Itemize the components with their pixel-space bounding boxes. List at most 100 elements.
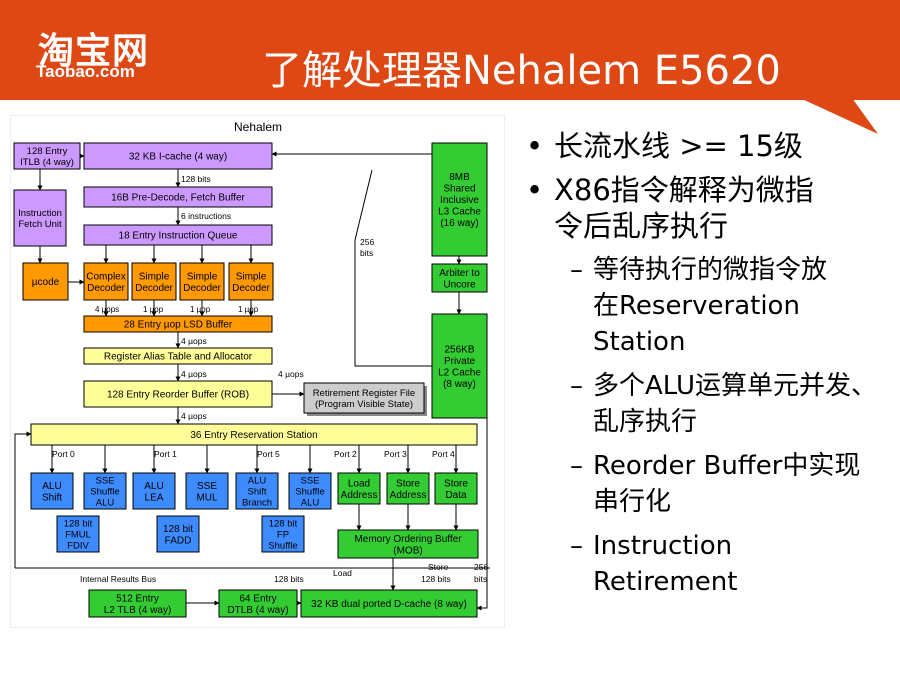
label-4-uops: 4 µops bbox=[181, 336, 207, 346]
label-4-uops: 4 µops bbox=[278, 369, 304, 379]
diagram-title: Nehalem bbox=[234, 120, 282, 134]
block-alu_branch-label: ALU bbox=[248, 475, 267, 486]
block-itlb bbox=[13, 142, 81, 170]
block-fmul-label: FDIV bbox=[67, 540, 89, 551]
block-predecode bbox=[83, 186, 273, 208]
label-256-bits: bits bbox=[474, 574, 487, 584]
block-alu_lea-label: LEA bbox=[145, 492, 164, 503]
block-simple_dec-label: Decoder bbox=[135, 283, 173, 294]
block-alu_branch-label: Branch bbox=[242, 497, 272, 508]
block-l3-label: L3 Cache bbox=[438, 207, 481, 218]
block-alu_lea bbox=[132, 472, 176, 510]
block-dcache bbox=[300, 589, 478, 618]
label-port-4: Port 4 bbox=[432, 449, 455, 459]
label-4-uops: 4 µops bbox=[181, 411, 207, 421]
label-1-uop: 1 µop bbox=[143, 305, 164, 314]
block-sse_alu_0-label: ALU bbox=[96, 497, 115, 508]
block-mob bbox=[337, 529, 479, 559]
block-l2 bbox=[431, 313, 488, 419]
block-fmul bbox=[56, 515, 100, 553]
bullet-line: 等待执行的微指令放 bbox=[593, 255, 828, 285]
bullet-marker: • bbox=[526, 173, 544, 207]
block-sse_mul bbox=[185, 472, 229, 510]
block-ifu-label: Instruction bbox=[18, 208, 62, 219]
block-l2-label: (8 way) bbox=[443, 379, 476, 390]
bullet-line: 乱序执行 bbox=[593, 407, 698, 437]
block-store_data-label: Data bbox=[445, 490, 467, 501]
block-complex_dec-label: Decoder bbox=[87, 283, 125, 294]
block-l2-label: Private bbox=[444, 356, 476, 367]
block-rrf-label: Retirement Register File bbox=[313, 388, 415, 399]
block-simple_dec-label: Decoder bbox=[232, 283, 270, 294]
block-mob-label: (MOB) bbox=[393, 545, 422, 556]
block-complex_dec bbox=[83, 262, 129, 301]
block-load_addr-label: Address bbox=[341, 490, 378, 501]
block-store_data bbox=[434, 472, 478, 505]
label-256-bits: 256 bbox=[360, 237, 374, 247]
block-iq bbox=[83, 224, 273, 246]
block-ucode-label: µcode bbox=[32, 277, 60, 288]
block-l3-label: Shared bbox=[443, 184, 475, 195]
block-itlb-label: ITLB (4 way) bbox=[20, 157, 74, 168]
block-lsd bbox=[83, 315, 273, 333]
block-alu_branch-label: Shift bbox=[247, 486, 266, 497]
speech-bubble-tail bbox=[800, 98, 878, 134]
block-icache-label: 32 KB I-cache (4 way) bbox=[129, 152, 227, 163]
label-256-bits: bits bbox=[360, 248, 373, 258]
block-fp_shuffle bbox=[261, 515, 305, 553]
block-lsd-label: 28 Entry µop LSD Buffer bbox=[124, 320, 233, 331]
block-mob-label: Memory Ordering Buffer bbox=[354, 534, 462, 545]
block-l2-label: L2 Cache bbox=[438, 367, 481, 378]
connector bbox=[354, 169, 432, 367]
bullet-line: Retirement bbox=[593, 567, 738, 597]
bullet-line: 令后乱序执行 bbox=[554, 209, 729, 243]
block-simple_dec-label: Simple bbox=[139, 271, 170, 282]
block-fmul-label: 128 bit bbox=[64, 518, 93, 529]
block-alu_lea-label: ALU bbox=[144, 481, 163, 492]
bullet-line: Station bbox=[593, 327, 686, 357]
block-sse_alu_0 bbox=[83, 472, 127, 510]
block-fp_shuffle-label: FP bbox=[277, 529, 289, 540]
bullet-line: 串行化 bbox=[593, 487, 672, 517]
bullet-line: 在Reserveration bbox=[593, 291, 800, 321]
block-rs bbox=[30, 423, 478, 446]
block-rob-label: 128 Entry Reorder Buffer (ROB) bbox=[107, 390, 249, 401]
block-alu_branch bbox=[235, 472, 279, 510]
label-1-uop: 1 µop bbox=[190, 305, 211, 314]
label-port-2: Port 2 bbox=[334, 449, 357, 459]
block-sse_alu_0-label: Shuffle bbox=[90, 486, 119, 497]
label-128-bits: 128 bits bbox=[181, 174, 211, 184]
block-l2tlb bbox=[88, 589, 187, 618]
bullet-marker: – bbox=[570, 371, 583, 401]
bullet-item: • X86指令解释为微指令后乱序执行 bbox=[520, 172, 895, 244]
label-internal-results-bus: Internal Results Bus bbox=[80, 574, 156, 584]
label-4-uops: 4 µops bbox=[95, 305, 119, 314]
block-alu_shift-label: Shift bbox=[42, 492, 62, 503]
bullet-line: X86指令解释为微指 bbox=[554, 173, 814, 207]
label-load: Load bbox=[333, 568, 352, 578]
block-store_addr-label: Store bbox=[396, 478, 420, 489]
block-predecode-label: 16B Pre-Decode, Fetch Buffer bbox=[111, 193, 245, 204]
label-port-3: Port 3 bbox=[384, 449, 407, 459]
bullet-line: 长流水线 >= 15级 bbox=[554, 129, 803, 163]
block-l2-label: 256KB bbox=[444, 344, 474, 355]
block-sse_mul-label: MUL bbox=[196, 492, 218, 503]
block-l2tlb-label: L2 TLB (4 way) bbox=[104, 605, 172, 616]
block-dtlb bbox=[218, 589, 298, 618]
block-ifu bbox=[13, 189, 67, 247]
label-1-uop: 1 µop bbox=[238, 305, 259, 314]
page-title: 了解处理器Nehalem E5620 bbox=[262, 48, 781, 94]
block-l3-label: Inclusive bbox=[440, 195, 479, 206]
label-store: Store bbox=[428, 562, 449, 572]
block-fmul-label: FMUL bbox=[65, 529, 91, 540]
block-dtlb-label: 64 Entry bbox=[239, 593, 276, 604]
label-port-5: Port 5 bbox=[257, 449, 280, 459]
block-simple_dec bbox=[228, 262, 274, 301]
block-simple_dec-label: Simple bbox=[236, 271, 267, 282]
block-fp_shuffle-label: 128 bit bbox=[269, 518, 298, 529]
block-rrf bbox=[303, 382, 425, 414]
block-dcache-label: 32 KB dual ported D-cache (8 way) bbox=[311, 599, 467, 610]
block-sse_alu_5-label: SSE bbox=[300, 475, 319, 486]
block-rat-label: Register Alias Table and Allocator bbox=[104, 352, 253, 363]
block-l3 bbox=[431, 142, 488, 257]
